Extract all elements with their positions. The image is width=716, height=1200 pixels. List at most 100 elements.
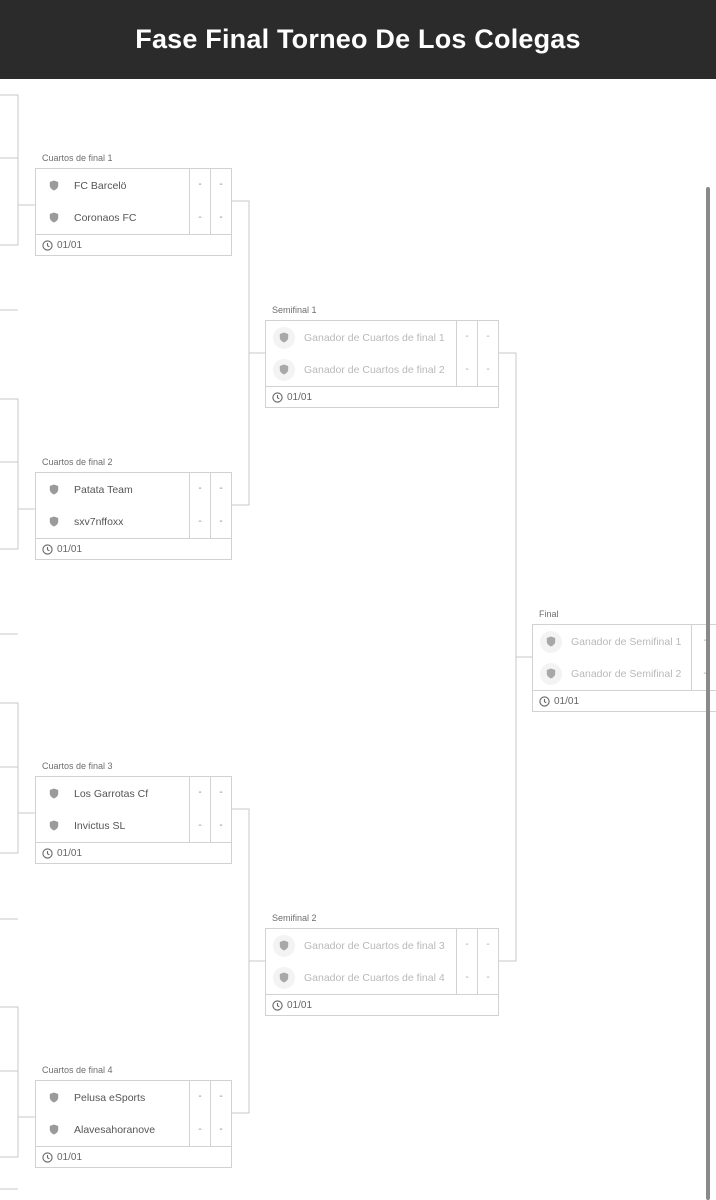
team-row[interactable]: Pelusa eSports [36,1081,145,1114]
page-title: Fase Final Torneo De Los Colegas [135,24,581,54]
team-name: Pelusa eSports [74,1091,146,1104]
bracket-connectors [0,94,533,1190]
score-divider [456,929,457,994]
score-cell: - [219,1091,223,1102]
match-card-qf4[interactable]: Pelusa eSports Alavesahoranove - - - - 0… [35,1080,232,1168]
team-name: Ganador de Semifinal 2 [571,667,682,680]
team-name: Ganador de Cuartos de final 2 [304,363,445,376]
match-label-qf4: Cuartos de final 4 [42,1065,113,1075]
match-label-qf3: Cuartos de final 3 [42,761,113,771]
shield-icon [43,511,65,533]
match-card-qf3[interactable]: Los Garrotas Cf Invictus SL - - - - 01/0… [35,776,232,864]
shield-icon [43,479,65,501]
score-cell: - [198,1124,202,1135]
match-card-qf2[interactable]: Patata Team sxv7nffoxx - - - - 01/01 [35,472,232,560]
score-cell: - [198,179,202,190]
score-cell: - [465,331,469,342]
match-footer: 01/01 [533,690,716,712]
match-footer: 01/01 [36,1146,231,1168]
team-row[interactable]: Ganador de Cuartos de final 1 [266,321,445,354]
score-cell: - [198,212,202,223]
score-divider [477,929,478,994]
clock-icon [539,696,550,707]
score-cell: - [219,179,223,190]
team-name: Ganador de Cuartos de final 3 [304,939,445,952]
team-name: Ganador de Cuartos de final 4 [304,971,445,984]
match-label-sf2: Semifinal 2 [272,913,317,923]
score-cell: - [703,668,707,679]
team-row[interactable]: Ganador de Cuartos de final 2 [266,353,445,386]
score-cell: - [486,972,490,983]
match-footer: 01/01 [36,842,231,864]
shield-icon [43,1087,65,1109]
shield-icon [273,326,295,349]
shield-icon [43,207,65,229]
score-cell: - [219,212,223,223]
match-footer: 01/01 [266,994,498,1016]
match-footer: 01/01 [36,234,231,256]
score-divider [210,777,211,842]
header-bar: Fase Final Torneo De Los Colegas [0,0,716,79]
match-date: 01/01 [287,392,313,403]
match-label-sf1: Semifinal 1 [272,305,317,315]
clock-icon [272,1000,283,1011]
vertical-scrollbar[interactable] [706,187,710,1200]
match-date: 01/01 [554,696,580,707]
team-row[interactable]: Ganador de Semifinal 2 [533,657,681,690]
team-row[interactable]: Los Garrotas Cf [36,777,148,810]
match-card-sf2[interactable]: Ganador de Cuartos de final 3 Ganador de… [265,928,499,1016]
match-label-final: Final [539,609,559,619]
team-row[interactable]: Patata Team [36,473,133,506]
team-row[interactable]: Alavesahoranove [36,1113,155,1146]
team-row[interactable]: Invictus SL [36,809,125,842]
match-date: 01/01 [57,544,83,555]
match-label-qf1: Cuartos de final 1 [42,153,113,163]
shield-icon [43,1119,65,1141]
match-card-qf1[interactable]: FC Barcelö Coronaos FC - - - - 01/01 [35,168,232,256]
team-row[interactable]: Ganador de Semifinal 1 [533,625,681,658]
match-card-sf1[interactable]: Ganador de Cuartos de final 1 Ganador de… [265,320,499,408]
team-name: Los Garrotas Cf [74,787,149,800]
match-date: 01/01 [57,848,83,859]
team-row[interactable]: sxv7nffoxx [36,505,123,538]
shield-icon [43,175,65,197]
team-row[interactable]: Ganador de Cuartos de final 4 [266,961,445,994]
score-divider [456,321,457,386]
match-card-final[interactable]: Ganador de Semifinal 1 Ganador de Semifi… [532,624,716,712]
team-row[interactable]: Ganador de Cuartos de final 3 [266,929,445,962]
score-divider [210,1081,211,1146]
score-divider [189,473,190,538]
team-name: Ganador de Semifinal 1 [571,635,682,648]
score-cell: - [219,787,223,798]
score-divider [477,321,478,386]
bracket-area[interactable]: Cuartos de final 1 FC Barcelö Coronaos F… [0,79,716,1200]
score-cell: - [198,820,202,831]
score-divider [210,169,211,234]
shield-icon [540,662,562,685]
score-cell: - [198,483,202,494]
clock-icon [42,240,53,251]
score-cell: - [219,1124,223,1135]
shield-icon [43,815,65,837]
score-cell: - [703,635,707,646]
team-name: Ganador de Cuartos de final 1 [304,331,445,344]
clock-icon [42,848,53,859]
team-row[interactable]: Coronaos FC [36,201,136,234]
team-name: Alavesahoranove [74,1123,156,1136]
score-divider [189,169,190,234]
team-name: Coronaos FC [74,211,137,224]
shield-icon [540,630,562,653]
team-row[interactable]: FC Barcelö [36,169,127,202]
score-cell: - [465,972,469,983]
shield-icon [43,783,65,805]
team-name: FC Barcelö [74,179,127,192]
team-name: Invictus SL [74,819,126,832]
score-cell: - [486,331,490,342]
score-divider [691,625,692,690]
team-name: sxv7nffoxx [74,515,124,528]
team-name: Patata Team [74,483,133,496]
score-cell: - [198,516,202,527]
score-cell: - [465,364,469,375]
score-cell: - [219,516,223,527]
shield-icon [273,358,295,381]
